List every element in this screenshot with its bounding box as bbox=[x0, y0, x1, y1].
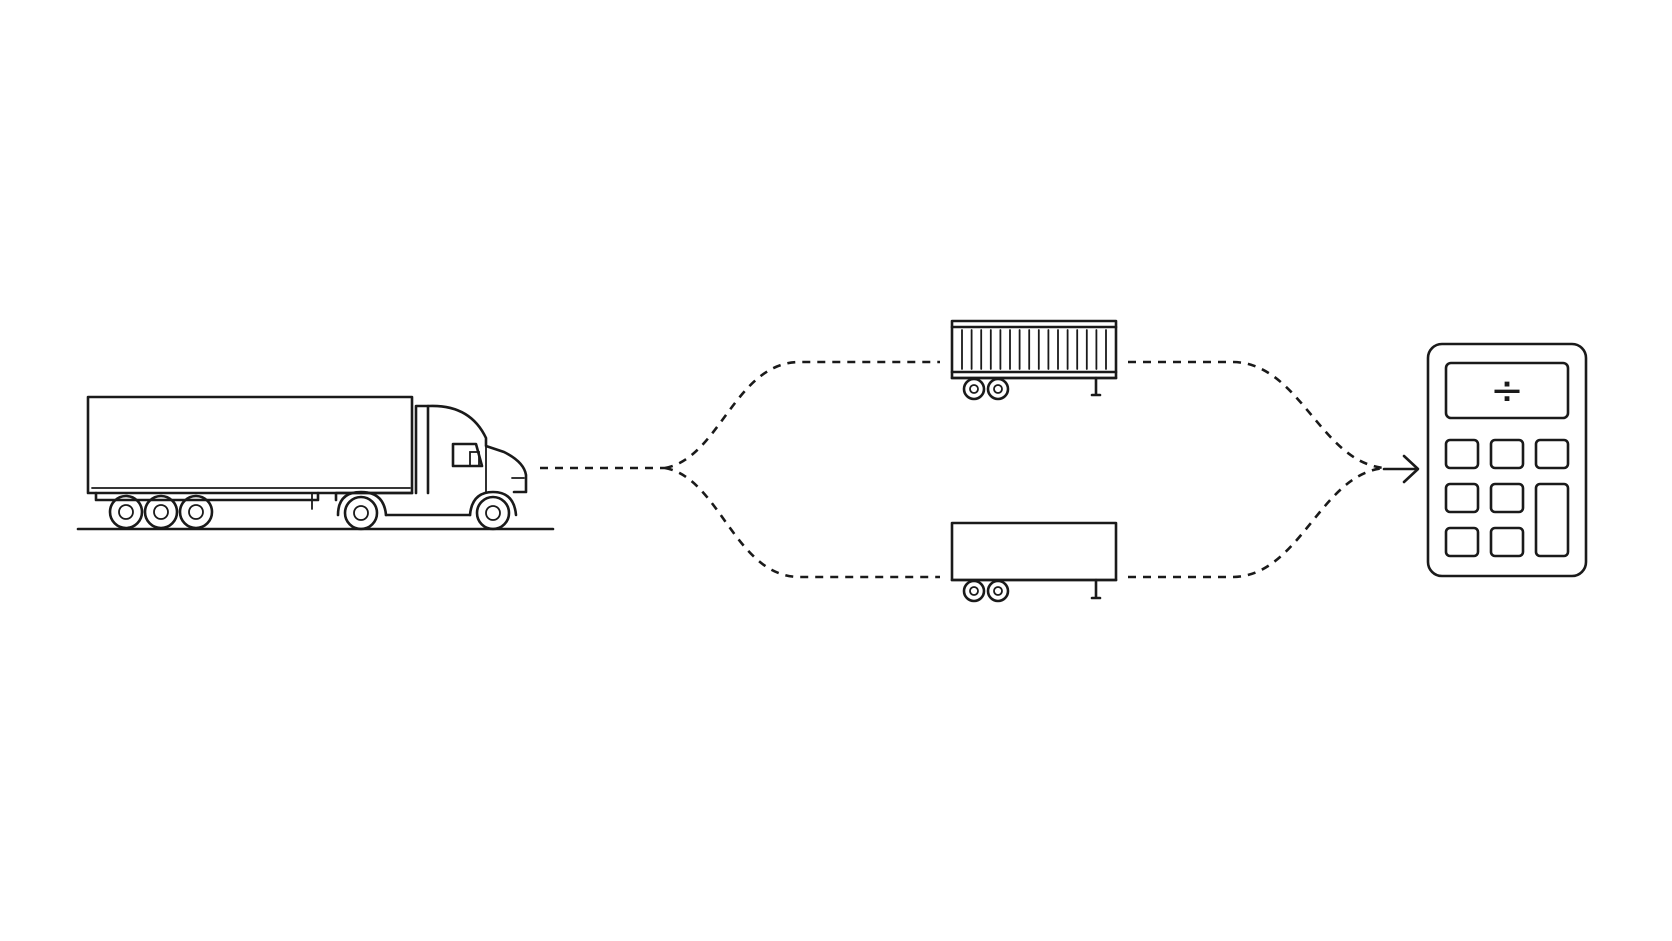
container-box bbox=[950, 319, 1118, 380]
wheel-hub bbox=[485, 505, 501, 521]
box-trailer-icon bbox=[950, 521, 1118, 603]
calculator-body bbox=[1426, 342, 1588, 578]
division-sign-icon: ÷ bbox=[1490, 368, 1524, 414]
wheel bbox=[962, 377, 986, 401]
cab-window bbox=[451, 442, 484, 468]
container-corrugation bbox=[961, 329, 1107, 370]
calculator-key bbox=[1534, 438, 1570, 470]
flow-connectors bbox=[540, 360, 1420, 579]
arrow-head-icon bbox=[1402, 454, 1420, 484]
connector-to-box-trailer bbox=[664, 466, 940, 579]
wheel bbox=[143, 494, 179, 530]
calculator-icon: ÷ bbox=[1426, 342, 1588, 578]
wheel-hub bbox=[118, 504, 134, 520]
calculator-display bbox=[1444, 361, 1570, 420]
calculator-key bbox=[1489, 526, 1525, 558]
rear-fender bbox=[336, 490, 388, 517]
wheel-hub bbox=[993, 384, 1003, 394]
wheel bbox=[108, 494, 144, 530]
wheel bbox=[986, 377, 1010, 401]
wheel-hub bbox=[993, 586, 1003, 596]
wheel-hub bbox=[969, 384, 979, 394]
wheel-hub bbox=[969, 586, 979, 596]
container-trailer-icon bbox=[950, 319, 1118, 401]
calculator-key bbox=[1444, 482, 1480, 514]
wheel bbox=[475, 495, 511, 531]
wheel-hub bbox=[188, 504, 204, 520]
cab-mirror bbox=[469, 451, 480, 467]
wheel-hub bbox=[353, 505, 369, 521]
calculator-key-tall bbox=[1534, 482, 1570, 558]
calculator-key bbox=[1444, 438, 1480, 470]
calculator-key bbox=[1489, 438, 1525, 470]
semi-truck-icon bbox=[76, 395, 555, 531]
connector-container-to-calculator bbox=[1128, 360, 1385, 470]
wheel bbox=[962, 579, 986, 603]
chassis bbox=[334, 491, 414, 502]
front-fender bbox=[468, 490, 518, 517]
calculator-key bbox=[1444, 526, 1480, 558]
wheel bbox=[986, 579, 1010, 603]
calculator-key bbox=[1489, 482, 1525, 514]
connector-to-container-trailer bbox=[664, 360, 940, 470]
wheel bbox=[178, 494, 214, 530]
connector-box-to-calculator bbox=[1128, 466, 1385, 579]
trailer-box bbox=[950, 521, 1118, 582]
wheel-hub bbox=[153, 504, 169, 520]
wheel bbox=[343, 495, 379, 531]
truck-cab bbox=[414, 404, 528, 495]
trailer-box bbox=[86, 395, 414, 495]
